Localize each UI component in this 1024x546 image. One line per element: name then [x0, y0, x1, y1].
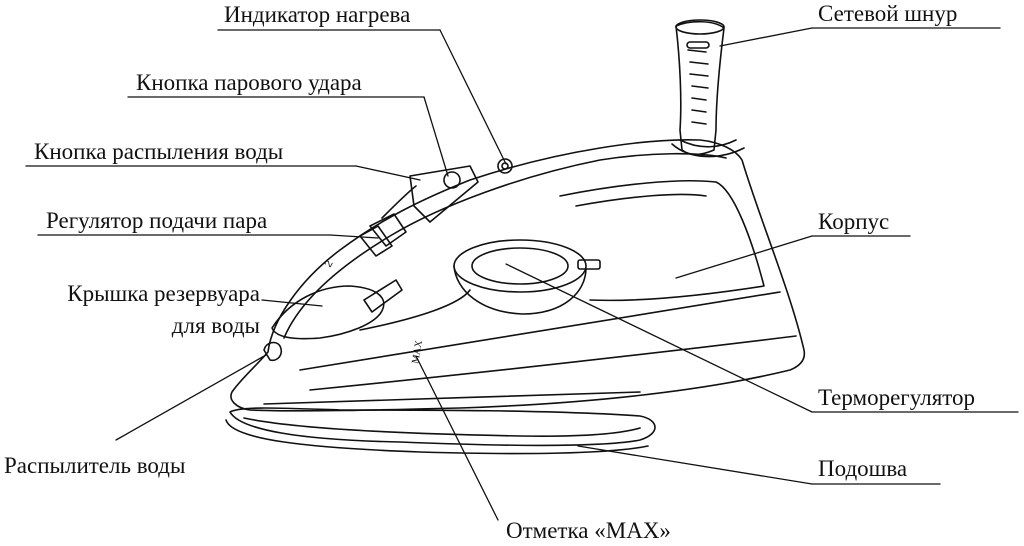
power-cord-shape — [671, 19, 745, 158]
label-power-cord: Сетевой шнур — [818, 1, 958, 26]
label-max-mark: Отметка «MAX» — [506, 518, 671, 543]
iron-body-shape — [230, 138, 806, 412]
label-water-spray-button: Кнопка распыления воды — [34, 139, 284, 164]
label-body: Корпус — [818, 209, 890, 234]
label-soleplate: Подошва — [818, 456, 908, 481]
label-underlines — [25, 27, 1019, 485]
soleplate-shape — [225, 407, 656, 455]
label-steam-regulator: Регулятор подачи пара — [46, 208, 268, 233]
label-heat-indicator: Индикатор нагрева — [224, 2, 411, 27]
leader-lines — [115, 27, 813, 521]
label-thermostat: Терморегулятор — [818, 385, 976, 410]
label-steam-burst-button: Кнопка парового удара — [136, 70, 362, 95]
max-mark-text: MAX — [410, 339, 425, 365]
regulator-mark: 2 — [322, 258, 335, 269]
tank-cover-shape — [271, 279, 403, 340]
top-controls — [359, 158, 513, 257]
label-tank-cover-line2: для воды — [171, 313, 260, 338]
label-tank-cover-line1: Крышка резервуара — [67, 281, 260, 306]
label-water-sprayer: Распылитель воды — [4, 453, 186, 478]
thermostat-shape — [453, 239, 601, 315]
sprayer-shape — [263, 341, 283, 362]
